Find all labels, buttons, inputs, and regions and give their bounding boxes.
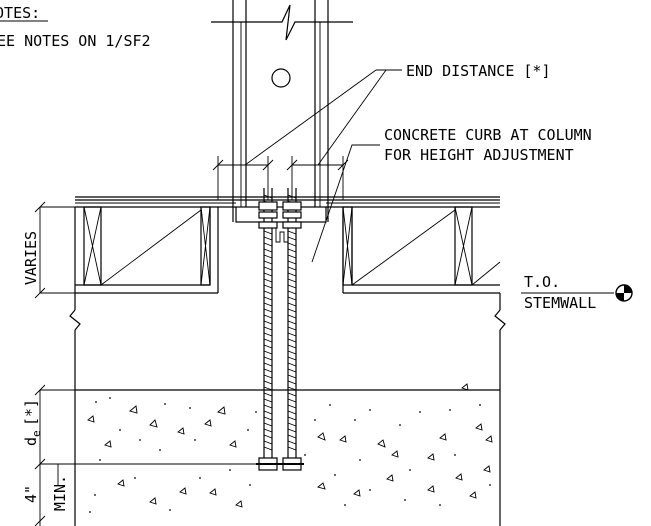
level-line-1: T.O. (524, 273, 560, 291)
end-distance-dimension (212, 69, 402, 200)
left-dimensions (34, 201, 264, 526)
level-target-icon (615, 284, 633, 302)
stemwall-level-marker: T.O. STEMWALL (521, 273, 633, 312)
anchor-bolt-right (280, 188, 304, 471)
curb-label-line-1: CONCRETE CURB AT COLUMN (384, 126, 592, 144)
min-label: MIN. (51, 475, 69, 511)
de-bracket: [*] (22, 399, 40, 426)
leveling-shim (275, 228, 289, 243)
notes-heading: NOTES: (0, 4, 40, 22)
left-framing (74, 206, 219, 294)
level-line-2: STEMWALL (524, 294, 596, 312)
four-inch-label: 4" (22, 485, 40, 503)
notes-line-1: SEE NOTES ON 1/SF2 (0, 32, 151, 50)
stemwall-edges (69, 293, 506, 526)
right-framing (342, 206, 501, 294)
base-plate (235, 206, 327, 223)
web-hole (271, 68, 291, 88)
de-label: d e [*] (22, 399, 43, 446)
end-distance-label: END DISTANCE [*] (406, 62, 551, 80)
varies-label: VARIES (22, 231, 40, 285)
curb-leader (311, 144, 380, 263)
de-symbol: d (22, 437, 40, 446)
de-subscript: e (30, 430, 43, 437)
steel-column (211, 0, 353, 222)
curb-label-line-2: FOR HEIGHT ADJUSTMENT (384, 146, 574, 164)
anchor-bolt-left (256, 188, 280, 471)
